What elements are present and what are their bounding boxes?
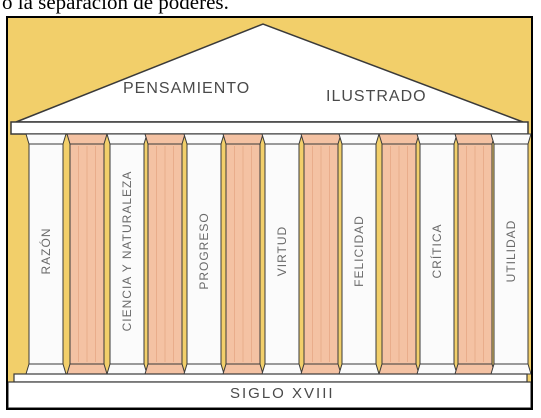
column-foot (300, 363, 342, 375)
pediment (15, 23, 524, 123)
column-foot (106, 363, 148, 375)
column-shaft-white (186, 143, 222, 365)
column-capital (300, 133, 342, 145)
column-label-critica: CRÍTICA (430, 223, 444, 279)
column-capital (490, 133, 531, 145)
column-label-utilidad: UTILIDAD (504, 219, 518, 283)
pediment-right-word: ILUSTRADO (326, 88, 427, 105)
base-step-top (13, 373, 528, 383)
column-capital (183, 133, 225, 145)
column-foot (222, 363, 264, 375)
column-label-virtud: VIRTUD (275, 225, 289, 277)
column-label-felicidad: FELICIDAD (352, 215, 366, 287)
column-capital (144, 133, 186, 145)
column-foot (490, 363, 531, 375)
base-label: SIGLO XVIII (230, 385, 335, 402)
column-capital (66, 133, 108, 145)
column-foot (378, 363, 420, 375)
column-capital (454, 133, 496, 145)
pediment-left-word: PENSAMIENTO (123, 80, 251, 97)
column-capital (222, 133, 264, 145)
column-foot (338, 363, 380, 375)
column-group (25, 133, 531, 375)
column-shaft-white (419, 143, 455, 365)
column-shaft-white (109, 143, 145, 365)
column-capital (261, 133, 303, 145)
column-foot (25, 363, 67, 375)
temple-drawing (8, 23, 531, 408)
column-label-ciencia: CIENCIA Y NATURALEZA (120, 170, 134, 332)
column-foot (183, 363, 225, 375)
base-step-bottom (8, 381, 531, 408)
column-foot (66, 363, 108, 375)
column-label-razon: RAZÓN (39, 227, 53, 275)
column-capital (378, 133, 420, 145)
column-foot (454, 363, 496, 375)
column-capital (106, 133, 148, 145)
column-foot (261, 363, 303, 375)
temple-illustration: PENSAMIENTO ILUSTRADO RAZÓN CIENCIA Y NA… (6, 16, 533, 410)
column-shaft-white (264, 143, 300, 365)
column-foot (416, 363, 458, 375)
column-label-progreso: PROGRESO (197, 212, 211, 290)
column-capital (25, 133, 67, 145)
column-shaft-white (341, 143, 377, 365)
caption-text: o la separación de poderes. (2, 0, 229, 14)
caption-strip: o la separación de poderes. (0, 0, 541, 16)
column-foot (144, 363, 186, 375)
entablature (10, 121, 529, 135)
column-capital (338, 133, 380, 145)
column-capital (416, 133, 458, 145)
column-shaft-white (28, 143, 64, 365)
